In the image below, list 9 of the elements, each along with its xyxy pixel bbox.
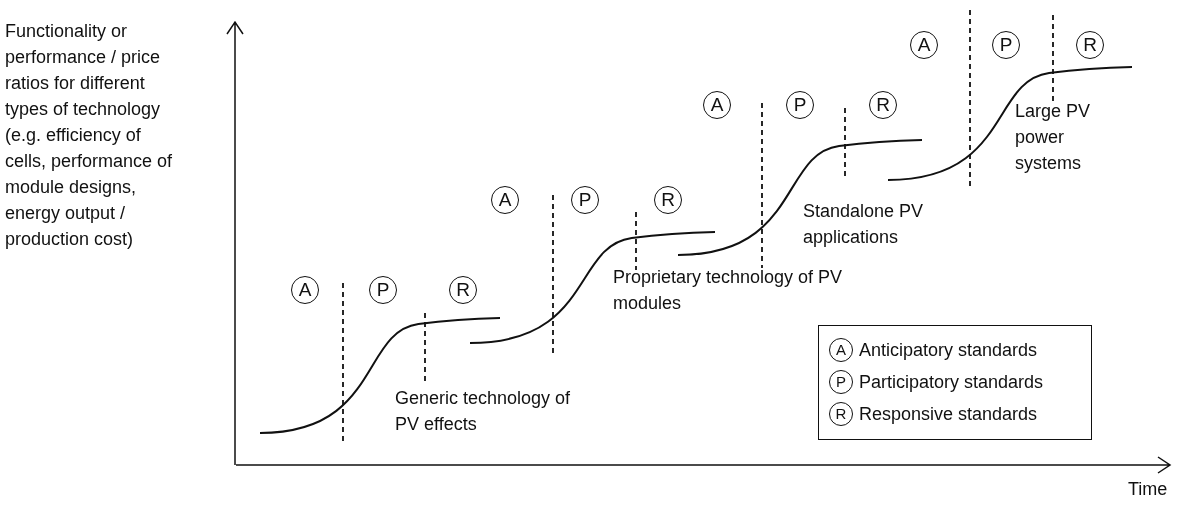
curve-label: Large PV power systems	[1015, 100, 1092, 175]
curve-label: Generic technology of PV effects	[395, 387, 572, 436]
curve-label: Standalone PV applications	[803, 200, 925, 249]
axis-title: Functionality or performance / price ratios for different types of technology (e.g. efficiency of cells, performance of module designs, energy output / production cost)	[5, 20, 174, 251]
legend-text: Participatory standards	[859, 371, 1044, 393]
legend-text: Responsive standards	[859, 403, 1038, 425]
axis-title: Time	[1128, 478, 1169, 501]
curve-label: Proprietary technology of PV modules	[613, 266, 844, 315]
legend-text: Anticipatory standards	[859, 339, 1038, 361]
